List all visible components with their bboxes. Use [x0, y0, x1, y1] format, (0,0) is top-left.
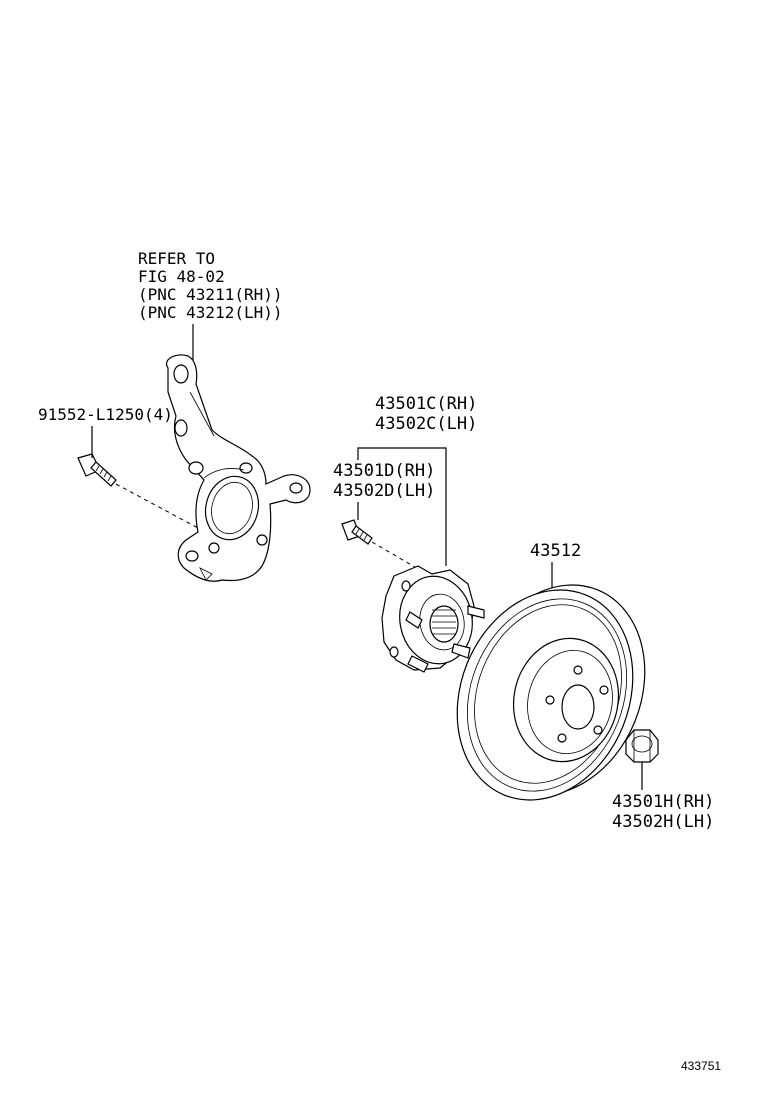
brake-disc-label: 43512 — [530, 541, 581, 561]
knuckle-ref-line-2: FIG 48-02 — [138, 267, 225, 286]
hub-studs — [405, 605, 485, 673]
hub-assembly-label-rh: 43501C(RH) — [375, 394, 477, 414]
hub-assembly-bracket — [357, 447, 447, 566]
hub-nut[interactable] — [625, 729, 659, 763]
brake-disc[interactable] — [427, 558, 676, 826]
hub-bolt-label-lh: 43502D(LH) — [333, 481, 435, 501]
knuckle-bolt-axis — [115, 483, 199, 529]
hub-bolt-axis — [371, 541, 421, 571]
knuckle-bolt[interactable] — [77, 453, 117, 487]
knuckle-ref-label: REFER TO FIG 48-02 (PNC 43211(RH)) (PNC … — [138, 249, 283, 360]
hub-nut-label-lh: 43502H(LH) — [612, 812, 714, 832]
knuckle-bolt-label: 91552-L1250(4) — [38, 405, 173, 424]
hub-nut-label-rh: 43501H(RH) — [612, 792, 714, 812]
figure-number: 433751 — [681, 1059, 721, 1073]
hub-assembly[interactable] — [381, 565, 485, 673]
hub-bolt[interactable] — [341, 519, 373, 545]
knuckle-ref-line-3: (PNC 43211(RH)) — [138, 285, 283, 304]
knuckle-ref-line-1: REFER TO — [138, 249, 215, 268]
hub-assembly-label-lh: 43502C(LH) — [375, 414, 477, 434]
steering-knuckle[interactable] — [166, 354, 311, 582]
hub-bolt-label-rh: 43501D(RH) — [333, 461, 435, 481]
knuckle-ref-line-4: (PNC 43212(LH)) — [138, 303, 283, 322]
